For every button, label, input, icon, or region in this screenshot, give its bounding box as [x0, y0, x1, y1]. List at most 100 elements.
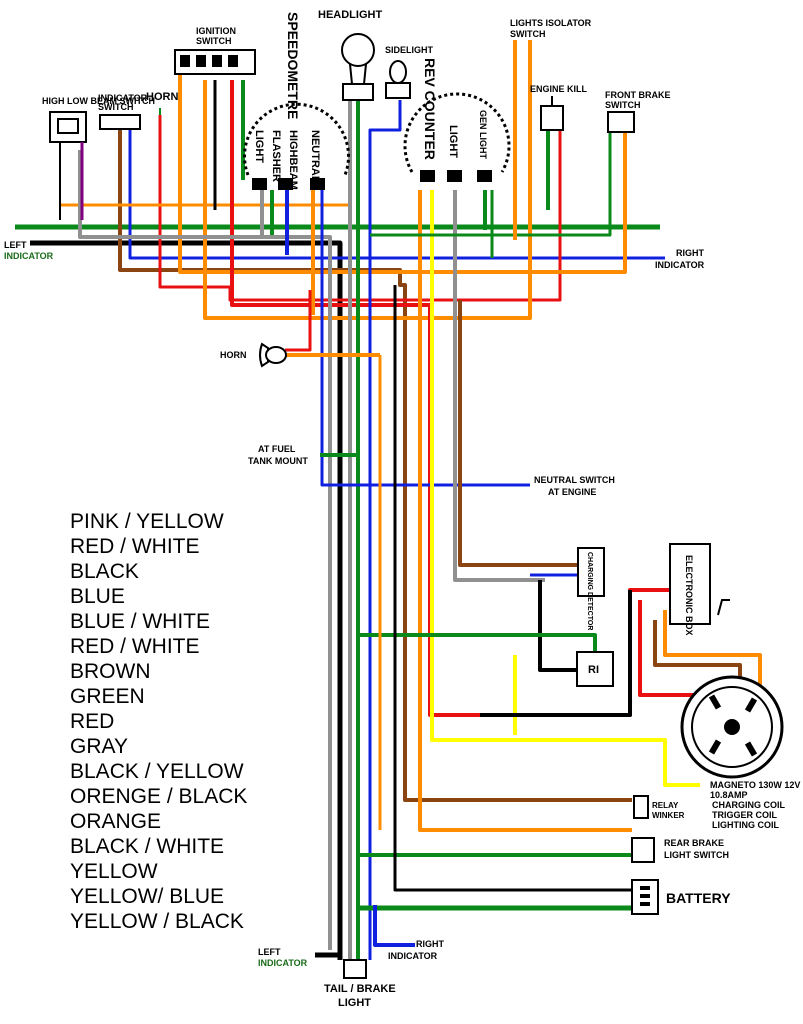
legend-item: GRAY: [70, 735, 128, 758]
rev-counter-dial: [403, 92, 511, 182]
magneto-label-1: MAGNETO 130W 12V: [710, 780, 800, 790]
engine-kill-label: ENGINE KILL: [530, 84, 588, 94]
legend-item: ORANGE: [70, 810, 161, 833]
left-indicator-top-label-2: INDICATOR: [4, 251, 54, 261]
wire-blue-right: [128, 130, 665, 260]
legend-item: GREEN: [70, 685, 145, 708]
wire-cd-brown: [458, 300, 580, 567]
sidelight-bulb: [385, 60, 411, 99]
ri-relay-box: [576, 651, 614, 687]
wire-right-ind-bottom: [373, 905, 415, 947]
electronic-box: [669, 543, 711, 625]
legend-item: RED: [70, 710, 114, 733]
indicator-switch-label-2: SWITCH: [98, 102, 134, 112]
charging-detector-label: CHARGING DETECTOR: [586, 552, 593, 630]
relay-winker-box: [633, 795, 649, 819]
rear-brake-label-1: REAR BRAKE: [664, 838, 724, 848]
headlight-label: HEADLIGHT: [318, 9, 382, 21]
wire-left-indicator: [30, 240, 343, 960]
horn-component: [259, 342, 287, 368]
front-brake-label-1: FRONT BRAKE: [605, 90, 671, 100]
legend-item: YELLOW/ BLUE: [70, 885, 224, 908]
magneto-label-2: 10.8AMP: [710, 790, 748, 800]
wire-orange-b: [203, 40, 532, 320]
gen-light-label: GEN LIGHT: [478, 110, 488, 160]
neutral-switch-label-2: AT ENGINE: [548, 487, 596, 497]
horn-top-label: HORN: [146, 91, 178, 103]
relay-winker-label-2: WINKER: [652, 811, 685, 820]
tail-light-label-1: TAIL / BRAKE: [324, 983, 396, 995]
legend-item: PINK / YELLOW: [70, 510, 224, 533]
wire-gray-a: [78, 150, 332, 950]
wire-rev-gray: [453, 190, 545, 582]
indicator-switch-label-1: INDICATOR: [98, 93, 148, 103]
electronic-box-ground-icon: [717, 599, 730, 616]
left-indicator-bottom-label-1: LEFT: [258, 947, 281, 957]
high-low-beam-label: HIGH LOW BEAM SWITCH: [42, 96, 155, 106]
legend-item: YELLOW / BLACK: [70, 910, 244, 933]
legend-item: RED / WHITE: [70, 535, 200, 558]
fuel-tank-label-1: AT FUEL: [258, 444, 296, 454]
wire-rev-orange: [418, 190, 632, 832]
engine-kill-switch: [540, 96, 564, 131]
lights-isolator-label-1: LIGHTS ISOLATOR: [510, 18, 592, 28]
tail-light-label-2: LIGHT: [338, 997, 371, 1009]
legend-item: BLACK / YELLOW: [70, 760, 244, 783]
fuel-tank-label-2: TANK MOUNT: [248, 456, 308, 466]
right-indicator-top-label-1: RIGHT: [676, 248, 705, 258]
charging-detector-box: [577, 547, 605, 597]
right-indicator-bottom-label-1: RIGHT: [416, 939, 445, 949]
legend-item: YELLOW: [70, 860, 158, 883]
color-legend: PINK / YELLOW RED / WHITE BLACK BLUE BLU…: [70, 510, 247, 933]
lights-isolator-label-2: SWITCH: [510, 29, 546, 39]
rear-brake-switch: [631, 837, 655, 863]
front-brake-switch: [607, 111, 635, 133]
wire-rev-yellow: [430, 190, 700, 787]
horn-label: HORN: [220, 350, 247, 360]
wire-eb-black: [480, 590, 632, 717]
relay-winker-label-1: RELAY: [652, 801, 679, 810]
wire-eb-red: [638, 600, 700, 697]
high-low-beam-switch: [49, 111, 87, 143]
magneto-label-3: CHARGING COIL: [712, 800, 786, 810]
legend-item: BLACK: [70, 560, 139, 583]
legend-item: ORENGE / BLACK: [70, 785, 247, 808]
speedo-neutral-label: NEUTRAL: [309, 130, 321, 183]
ignition-switch: [174, 49, 256, 75]
rev-counter-label: REV COUNTER: [422, 58, 438, 160]
wire-horn-red: [285, 290, 312, 352]
speedometre-label: SPEEDOMETRE: [285, 12, 301, 119]
legend-item: BLUE / WHITE: [70, 610, 210, 633]
ignition-label-2: SWITCH: [196, 36, 232, 46]
left-indicator-top-label-1: LEFT: [4, 240, 27, 250]
front-brake-label-2: SWITCH: [605, 100, 641, 110]
wire-ri-green: [358, 633, 597, 655]
magneto-component: [680, 675, 784, 779]
legend-item: BROWN: [70, 660, 151, 683]
wire-battery-black: [393, 285, 632, 892]
wire-sidelight-blue: [368, 100, 402, 960]
speedo-highbeam-label: HIGHBEAM: [287, 130, 299, 190]
speedometre-dial: [243, 102, 350, 190]
right-indicator-bottom-label-2: INDICATOR: [388, 951, 438, 961]
legend-item: BLUE: [70, 585, 125, 608]
right-indicator-top-label-2: INDICATOR: [655, 260, 705, 270]
battery-label: BATTERY: [666, 890, 731, 906]
rev-light-label: LIGHT: [447, 125, 459, 158]
electronic-box-label: ELECTRONIC BOX: [684, 555, 694, 636]
rear-brake-label-2: LIGHT SWITCH: [664, 850, 729, 860]
legend-item: BLACK / WHITE: [70, 835, 224, 858]
left-indicator-bottom-label-2: INDICATOR: [258, 958, 308, 968]
speedo-flasher-label: FLASHER: [270, 130, 282, 182]
ri-label: RI: [588, 664, 599, 676]
headlight-bulb: [341, 33, 375, 101]
legend-item: RED / WHITE: [70, 635, 200, 658]
wire-cd-black: [538, 580, 580, 672]
magneto-label-5: LIGHTING COIL: [712, 820, 779, 830]
magneto-label-4: TRIGGER COIL: [712, 810, 778, 820]
speedo-light-label: LIGHT: [253, 130, 265, 163]
wire-brown-top: [118, 130, 632, 802]
wire-eb-orange: [663, 610, 762, 700]
tail-light-box: [343, 959, 367, 979]
